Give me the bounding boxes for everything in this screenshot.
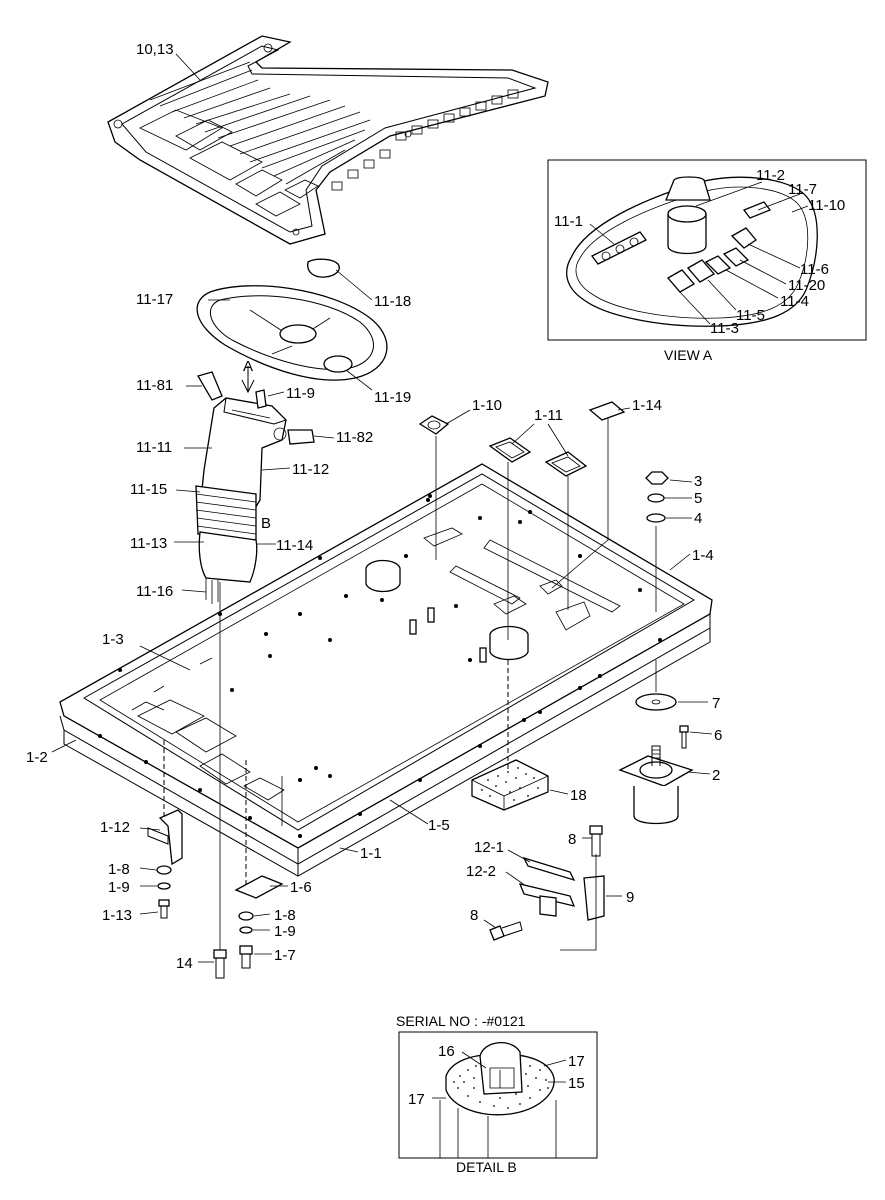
label-11-82: 11-82 [336, 429, 373, 446]
label-11-16: 11-16 [136, 583, 173, 600]
label-8-upper: 8 [568, 831, 576, 848]
label-1-6: 1-6 [290, 879, 312, 896]
label-11-3: 11-3 [710, 320, 739, 337]
label-11-12: 11-12 [292, 461, 329, 478]
label-6: 6 [714, 727, 722, 744]
view-a-box [547, 159, 867, 341]
label-1-7: 1-7 [274, 947, 296, 964]
label-16: 16 [438, 1043, 455, 1060]
label-11-7: 11-7 [788, 181, 817, 198]
label-1-13: 1-13 [102, 907, 132, 924]
label-11-81: 11-81 [136, 377, 173, 394]
label-17-right: 17 [568, 1053, 585, 1070]
view-a-arrow-label: A [243, 358, 253, 375]
label-9: 9 [626, 889, 634, 906]
label-3: 3 [694, 473, 702, 490]
label-1-9-left: 1-9 [108, 879, 130, 896]
label-1-8-left: 1-8 [108, 861, 130, 878]
label-11-5: 11-5 [736, 307, 765, 324]
label-1-12: 1-12 [100, 819, 130, 836]
label-18: 18 [570, 787, 587, 804]
small-parts [147, 401, 694, 979]
label-11-20: 11-20 [788, 277, 825, 294]
label-15: 15 [568, 1075, 585, 1092]
floor-mat [107, 35, 549, 245]
label-11-10: 11-10 [808, 197, 845, 214]
label-11-18: 11-18 [374, 293, 411, 310]
label-10-13: 10,13 [136, 41, 174, 58]
label-11-19: 11-19 [374, 389, 411, 406]
serial-no-caption: SERIAL NO : -#0121 [396, 1013, 526, 1029]
label-11-14: 11-14 [276, 537, 313, 554]
label-1-2: 1-2 [26, 749, 48, 766]
detail-b-caption: DETAIL B [456, 1159, 517, 1175]
label-11-11: 11-11 [136, 439, 172, 456]
label-7: 7 [712, 695, 720, 712]
label-11-1: 11-1 [554, 213, 583, 230]
label-11-4: 11-4 [780, 293, 809, 310]
view-a-caption: VIEW A [664, 347, 713, 363]
floor-plate [59, 463, 713, 877]
label-17-left: 17 [408, 1091, 425, 1108]
label-1-9-right: 1-9 [274, 923, 296, 940]
label-1-4: 1-4 [692, 547, 714, 564]
label-2: 2 [712, 767, 720, 784]
label-11-13: 11-13 [130, 535, 167, 552]
leader-lines [51, 53, 809, 1099]
label-1-11: 1-11 [534, 407, 563, 424]
label-11-15: 11-15 [130, 481, 167, 498]
label-11-6: 11-6 [800, 261, 829, 278]
label-1-3: 1-3 [102, 631, 124, 648]
label-1-10: 1-10 [472, 397, 502, 414]
control-lever [195, 366, 315, 604]
label-12-1: 12-1 [474, 839, 504, 856]
label-4: 4 [694, 510, 702, 527]
detail-b-box [398, 1031, 598, 1159]
steering-panel [196, 258, 388, 381]
label-8-lower: 8 [470, 907, 478, 924]
label-12-2: 12-2 [466, 863, 496, 880]
detail-b-marker: B [261, 515, 271, 532]
label-11-9: 11-9 [286, 385, 315, 402]
label-5: 5 [694, 490, 702, 507]
label-1-1: 1-1 [360, 845, 382, 862]
label-1-14: 1-14 [632, 397, 662, 414]
label-14: 14 [176, 955, 193, 972]
label-11-17: 11-17 [136, 291, 173, 308]
label-1-5: 1-5 [428, 817, 450, 834]
part-labels: 10,13 11-1 11-2 11-7 11-10 11-6 11-20 11… [26, 41, 845, 1175]
label-11-2: 11-2 [756, 167, 785, 184]
label-1-8-right: 1-8 [274, 907, 296, 924]
